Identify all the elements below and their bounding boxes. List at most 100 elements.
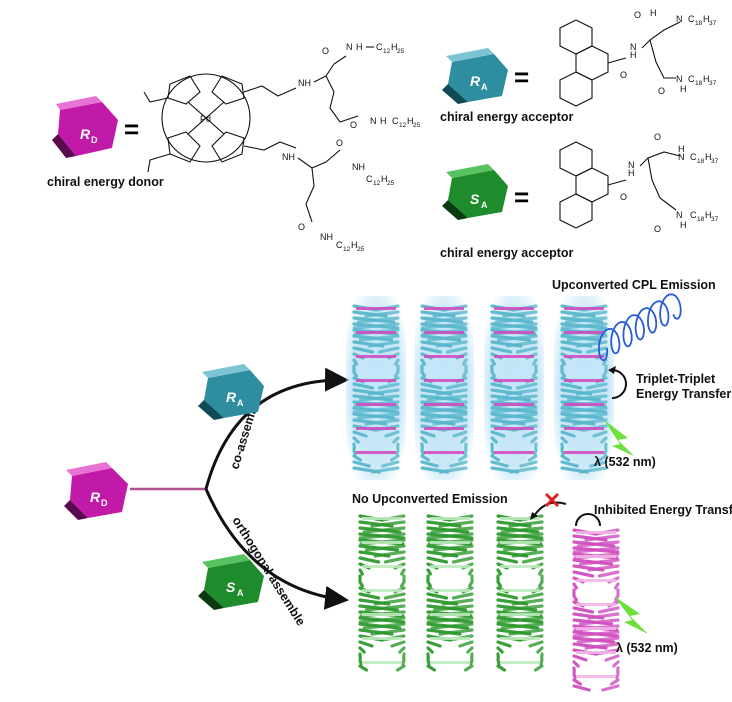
- svg-text:C: C: [366, 174, 373, 184]
- svg-text:O: O: [298, 222, 305, 232]
- svg-text:H: H: [628, 168, 635, 178]
- svg-text:O: O: [336, 138, 343, 148]
- co-assembled-helices: [346, 296, 614, 480]
- co-helix-2: [414, 296, 474, 480]
- ttet-label-line1: Triplet-Triplet: [636, 372, 716, 386]
- svg-text:12: 12: [373, 180, 381, 187]
- svg-text:18: 18: [695, 20, 703, 27]
- svg-text:37: 37: [711, 158, 719, 165]
- svg-text:N: N: [630, 42, 637, 52]
- green-helix-3: [496, 514, 544, 672]
- svg-text:12: 12: [399, 122, 407, 129]
- svg-text:H: H: [356, 42, 363, 52]
- acceptor-r-equals: =: [514, 62, 529, 92]
- svg-text:N: N: [676, 74, 683, 84]
- svg-text:C: C: [336, 240, 343, 250]
- acceptor-r-symbol: R: [470, 73, 481, 89]
- svg-text:C: C: [688, 14, 695, 24]
- donor-caption: chiral energy donor: [47, 175, 164, 189]
- svg-text:C: C: [690, 152, 697, 162]
- svg-text:H: H: [351, 240, 358, 250]
- svg-text:C: C: [376, 42, 383, 52]
- svg-text:37: 37: [711, 216, 719, 223]
- acceptor-r-shape: R A: [442, 48, 508, 104]
- svg-text:NH: NH: [282, 152, 295, 162]
- svg-text:O: O: [654, 132, 661, 142]
- orthogonal-assemble-arrow: [204, 488, 349, 610]
- svg-text:25: 25: [357, 246, 365, 253]
- svg-text:H: H: [381, 174, 388, 184]
- acceptor-r-shape-bottom: R A: [198, 364, 264, 420]
- acceptor-r-caption: chiral energy acceptor: [440, 110, 574, 124]
- inhibited-label: Inhibited Energy Transfer: [594, 503, 732, 517]
- svg-text:H: H: [703, 14, 710, 24]
- co-helix-1: [346, 296, 406, 480]
- svg-text:C: C: [392, 116, 399, 126]
- cpl-emission-label: Upconverted CPL Emission: [552, 278, 716, 292]
- svg-text:H: H: [650, 8, 657, 18]
- svg-text:25: 25: [387, 180, 395, 187]
- acceptor-only-helices: [358, 514, 544, 672]
- svg-text:N: N: [676, 14, 683, 24]
- donor-structure: Pd NH O N H C 12 H 25 O N H C 12 H 25 NH…: [143, 42, 421, 253]
- acceptor-s-equals: =: [514, 182, 529, 212]
- svg-text:N: N: [370, 116, 377, 126]
- svg-text:12: 12: [383, 48, 391, 55]
- acceptor-r-subscript: A: [481, 82, 488, 92]
- svg-text:25: 25: [397, 48, 405, 55]
- donor-equals: =: [124, 114, 139, 144]
- co-helix-3: [484, 296, 544, 480]
- svg-text:A: A: [237, 588, 244, 598]
- svg-text:N: N: [676, 210, 683, 220]
- donor-only-helix: [572, 528, 620, 692]
- svg-text:37: 37: [709, 20, 717, 27]
- svg-text:NH: NH: [298, 78, 311, 88]
- svg-text:18: 18: [695, 80, 703, 87]
- acceptor-s-caption: chiral energy acceptor: [440, 246, 574, 260]
- acceptor-s-shape: S A: [442, 164, 508, 220]
- inhibited-arrow: [533, 501, 567, 517]
- svg-text:C: C: [690, 210, 697, 220]
- acceptor-s-subscript: A: [481, 200, 488, 210]
- green-helix-2: [426, 514, 474, 672]
- svg-text:H: H: [630, 50, 637, 60]
- svg-text:O: O: [620, 70, 627, 80]
- svg-text:R: R: [226, 389, 237, 405]
- svg-text:N: N: [346, 42, 353, 52]
- svg-text:N: N: [678, 152, 685, 162]
- svg-text:25: 25: [413, 122, 421, 129]
- metal-center-label: Pd: [200, 114, 211, 124]
- svg-text:H: H: [407, 116, 414, 126]
- svg-text:12: 12: [343, 246, 351, 253]
- ttet-label-line2: Energy Transfer: [636, 387, 731, 401]
- svg-text:NH: NH: [320, 232, 333, 242]
- svg-text:18: 18: [697, 158, 705, 165]
- svg-text:18: 18: [697, 216, 705, 223]
- svg-text:A: A: [237, 398, 244, 408]
- laser-bolt-top: [604, 420, 634, 456]
- svg-text:H: H: [678, 144, 685, 154]
- donor-shape-bottom: R D: [64, 462, 128, 520]
- svg-text:O: O: [654, 224, 661, 234]
- excitation-label-top: λ (532 nm): [594, 455, 656, 469]
- svg-text:H: H: [705, 152, 712, 162]
- donor-shape: R D: [52, 96, 118, 158]
- svg-text:H: H: [680, 84, 687, 94]
- co-helix-4: [554, 296, 614, 480]
- svg-text:O: O: [658, 86, 665, 96]
- svg-text:N: N: [628, 160, 635, 170]
- svg-text:H: H: [380, 116, 387, 126]
- svg-text:D: D: [101, 498, 108, 508]
- svg-text:C: C: [688, 74, 695, 84]
- svg-text:H: H: [705, 210, 712, 220]
- no-emission-label: No Upconverted Emission: [352, 492, 508, 506]
- acceptor-s-structure: O H N O N H C 18 H 37 O N H C 18 H 37: [559, 132, 719, 234]
- svg-text:O: O: [322, 46, 329, 56]
- svg-text:H: H: [703, 74, 710, 84]
- svg-text:NH: NH: [352, 162, 365, 172]
- svg-text:37: 37: [709, 80, 717, 87]
- donor-symbol: R: [80, 126, 91, 142]
- svg-text:H: H: [391, 42, 398, 52]
- pink-helix-1: [572, 528, 620, 692]
